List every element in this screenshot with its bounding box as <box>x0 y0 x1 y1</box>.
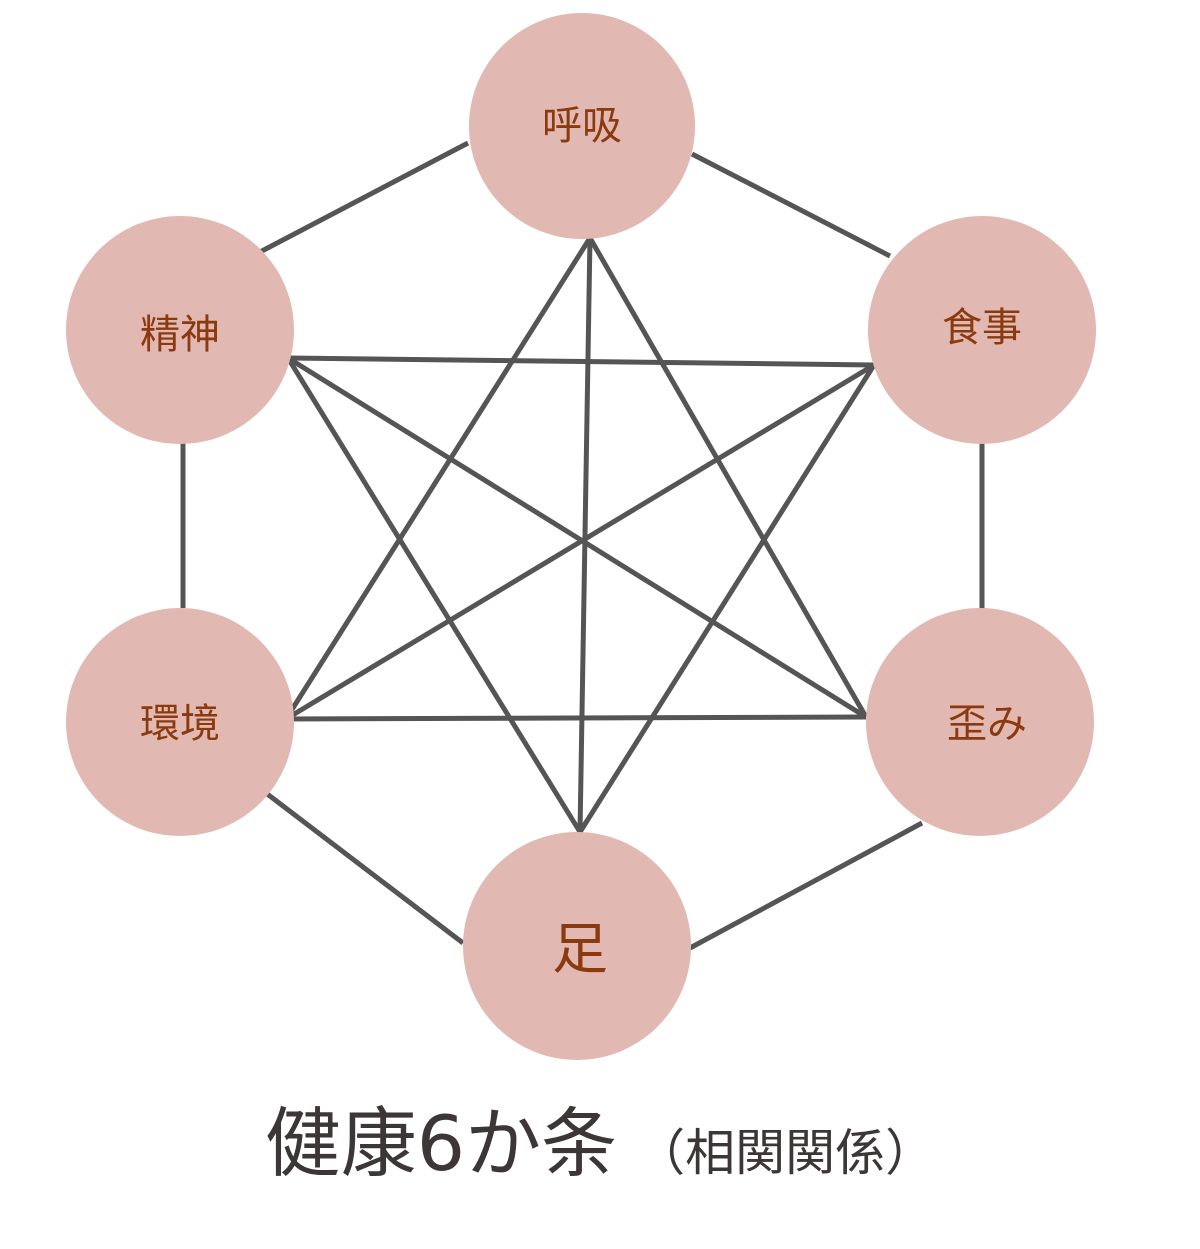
outer-edges <box>180 140 985 951</box>
edge-shokuji-ashi <box>577 363 877 834</box>
node-label: 歪み <box>947 701 1027 747</box>
node-shokuji: 食事 <box>868 216 1096 444</box>
edge-kokyu-kankyo <box>283 236 593 721</box>
edge-yugami-ashi <box>688 820 924 951</box>
node-kokyu: 呼吸 <box>469 13 695 239</box>
edge-shokuji-kankyo <box>284 362 876 722</box>
edge-kokyu-seishin <box>258 140 470 255</box>
node-circle <box>868 216 1096 444</box>
node-label: 環境 <box>140 701 220 747</box>
node-circle <box>463 832 691 1060</box>
edge-ashi-kankyo <box>260 788 465 945</box>
inner-edges <box>283 236 877 834</box>
diagram-caption: 健康6か条 （相関関係） <box>0 1082 1200 1192</box>
edge-seishin-ashi <box>285 356 583 834</box>
node-yugami: 歪み <box>866 608 1094 836</box>
edge-kokyu-ashi <box>577 237 593 833</box>
node-circle <box>866 608 1094 836</box>
caption-title: 健康6か条 <box>264 1099 618 1188</box>
edge-kokyu-yugami <box>587 236 869 719</box>
node-label: 呼吸 <box>542 103 622 149</box>
node-circle <box>66 216 294 444</box>
edge-kokyu-shokuji <box>690 151 892 259</box>
caption-subtitle: （相関関係） <box>635 1124 936 1182</box>
node-label: 食事 <box>942 305 1022 351</box>
node-label: 足 <box>552 918 608 983</box>
edge-seishin-yugami <box>286 355 868 720</box>
node-label: 精神 <box>140 312 220 358</box>
node-ashi: 足 <box>463 832 691 1060</box>
node-seishin: 精神 <box>66 216 294 444</box>
node-circle <box>469 13 695 239</box>
node-kankyo: 環境 <box>66 608 294 836</box>
edge-kankyo-yugami <box>285 714 867 722</box>
node-circle <box>66 608 294 836</box>
edge-seishin-shokuji <box>287 355 875 368</box>
